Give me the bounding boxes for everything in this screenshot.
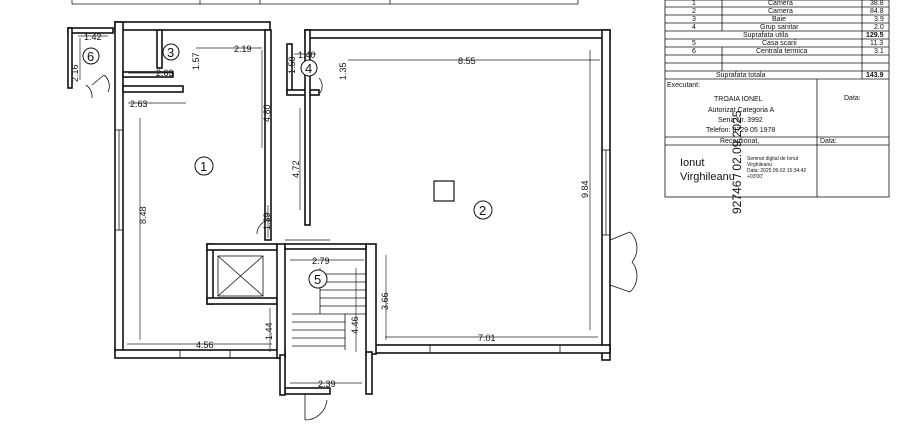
signed-line-3: Data: 2025.09.02 15:34:42 bbox=[747, 168, 806, 174]
executant-name: TROAIA IONEL bbox=[714, 96, 763, 103]
executant-label: Executant: bbox=[667, 82, 700, 89]
row-name: Casa scarii bbox=[762, 40, 797, 47]
dimension-labels: 1.42 2.16 2.63 1.57 2.19 2.63 4.80 1.40 … bbox=[70, 32, 590, 389]
dim-142: 1.42 bbox=[84, 32, 102, 42]
row-name: Centrala termica bbox=[756, 48, 807, 55]
room-number-1: 1 bbox=[200, 159, 207, 174]
shaft-box bbox=[217, 255, 264, 297]
room-number-3: 3 bbox=[167, 45, 174, 60]
row-nr: 3 bbox=[692, 16, 696, 23]
stairs bbox=[292, 268, 366, 350]
dim-855: 8.55 bbox=[458, 56, 476, 66]
row-name: Camera bbox=[768, 0, 793, 7]
area-table bbox=[664, 0, 890, 198]
row-name: Camera bbox=[768, 8, 793, 15]
dim-216: 2.16 bbox=[70, 64, 80, 82]
signer-last-name: Virghileanu bbox=[680, 171, 735, 183]
dim-219: 2.19 bbox=[234, 44, 252, 54]
dim-139: 1.39 bbox=[262, 212, 272, 230]
dim-263a: 2.63 bbox=[156, 68, 174, 78]
row-nr: 6 bbox=[692, 48, 696, 55]
dim-239: 2.39 bbox=[318, 379, 336, 389]
column bbox=[433, 180, 455, 202]
room-number-5: 5 bbox=[314, 272, 321, 287]
dim-135: 1.35 bbox=[338, 62, 348, 80]
dim-848: 8.48 bbox=[138, 206, 148, 224]
row-area: 3.1 bbox=[874, 48, 884, 55]
dim-472: 4.72 bbox=[291, 160, 301, 178]
row-area: 2.0 bbox=[874, 24, 884, 31]
room-markers: 6 3 4 1 2 5 bbox=[82, 43, 493, 289]
row-area: 11.3 bbox=[870, 40, 883, 47]
row-area: 84.8 bbox=[870, 8, 884, 15]
dim-157: 1.57 bbox=[191, 52, 201, 70]
dim-279: 2.79 bbox=[312, 256, 330, 266]
dim-480: 4.80 bbox=[262, 104, 272, 122]
registration-stamp: 92746 / 02.09.2025 bbox=[730, 110, 744, 214]
row-name: Suprafata totala bbox=[716, 72, 766, 79]
row-name: Suprafata utila bbox=[743, 32, 788, 39]
row-area: 38.8 bbox=[870, 0, 884, 7]
row-nr: 4 bbox=[692, 24, 696, 31]
row-nr: 5 bbox=[692, 40, 696, 47]
openings bbox=[85, 74, 638, 421]
receptionat-label: Receptionat, bbox=[720, 138, 759, 145]
autorizat-line: Autorizat Categoria A bbox=[708, 107, 774, 114]
dim-701: 7.01 bbox=[478, 333, 496, 343]
dim-263b: 2.63 bbox=[130, 99, 148, 109]
room-number-2: 2 bbox=[479, 203, 486, 218]
top-table-remnant bbox=[71, 0, 579, 5]
room-number-4: 4 bbox=[305, 61, 312, 76]
dim-140: 1.40 bbox=[298, 50, 316, 60]
signed-line-4: +03'00' bbox=[747, 174, 763, 180]
row-nr: 2 bbox=[692, 8, 696, 15]
signed-line-2: Virghileanu bbox=[747, 162, 772, 168]
dimension-lines bbox=[78, 35, 600, 384]
signer-first-name: Ionut bbox=[680, 157, 704, 169]
dim-984: 9.84 bbox=[580, 180, 590, 198]
dim-446: 4.46 bbox=[350, 316, 360, 334]
row-area: 143.9 bbox=[866, 72, 884, 79]
area-table-rows: 1 Camera 38.8 2 Camera 84.8 3 Baie 3.9 4… bbox=[692, 0, 884, 79]
dim-150: 1.50 bbox=[287, 56, 297, 74]
signed-line-1: Semnat digital de Ionut bbox=[747, 156, 799, 162]
data-label: Data: bbox=[844, 95, 861, 102]
row-area: 3.9 bbox=[874, 16, 884, 23]
dim-366: 3.66 bbox=[380, 292, 390, 310]
row-nr: 1 bbox=[692, 0, 696, 7]
room-number-6: 6 bbox=[87, 49, 94, 64]
row-area: 129.5 bbox=[866, 32, 884, 39]
dim-144: 1.44 bbox=[264, 322, 274, 340]
telefon-line: Telefon: 0729 05 1978 bbox=[706, 127, 775, 134]
data-label-2: Data: bbox=[820, 138, 837, 145]
row-name: Grup sanitar bbox=[760, 24, 799, 31]
executant-block: Executant: Data: TROAIA IONEL Autorizat … bbox=[667, 82, 861, 183]
seria-line: Seria Nr. 3992 bbox=[718, 117, 763, 124]
dim-456: 4.56 bbox=[196, 340, 214, 350]
row-name: Baie bbox=[772, 16, 786, 23]
